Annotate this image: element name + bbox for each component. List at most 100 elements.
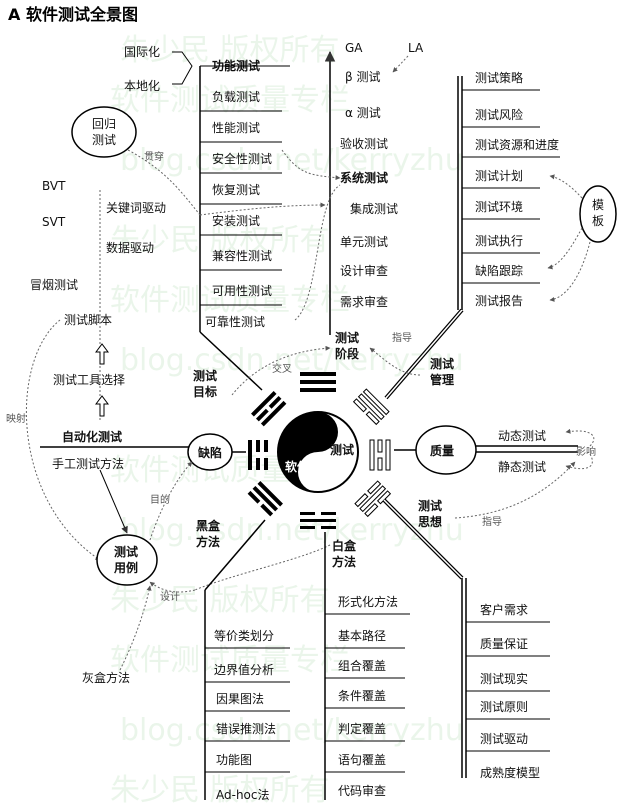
test-tool-label: 测试工具选择 — [53, 372, 125, 387]
whitebox-statement: 语句覆盖 — [338, 753, 386, 767]
phase-la: LA — [408, 41, 424, 55]
whitebox-decision: 判定覆盖 — [338, 721, 386, 736]
trigram-bottom — [300, 512, 336, 529]
data-driven-label: 数据驱动 — [106, 240, 154, 255]
install-to-integration-arrow — [199, 202, 326, 216]
functional-load: 负载测试 — [212, 89, 260, 104]
template-label: 模板 — [592, 198, 604, 228]
impact-label: 影响 — [576, 445, 596, 458]
taiji-symbol — [277, 411, 359, 493]
smoke-test-label: 冒烟测试 — [30, 277, 78, 292]
test-script-label: 测试脚本 — [64, 312, 112, 327]
static-test-label: 静态测试 — [498, 459, 546, 474]
phase-ga: GA — [345, 41, 363, 55]
svt-label: SVT — [42, 215, 66, 229]
thinking-principles: 测试原则 — [480, 699, 528, 714]
testcase-node — [96, 534, 158, 586]
whitebox-formal: 形式化方法 — [338, 594, 398, 609]
trigram-top-right — [352, 388, 390, 426]
template-defect-arrow — [547, 227, 583, 270]
thinking-guide-label: 指导 — [482, 515, 502, 528]
design-label: 设计 — [160, 590, 180, 603]
whitebox-combo: 组合覆盖 — [338, 658, 386, 673]
phase-alpha: α 测试 — [345, 105, 381, 120]
automation-label: 自动化测试 — [62, 429, 122, 444]
mgmt-risk: 测试风险 — [475, 107, 523, 122]
watermark-line-11: blog.csdn.net/kerryzhu — [120, 713, 464, 748]
blackbox-boundary: 边界值分析 — [214, 662, 274, 677]
mgmt-strategy: 测试策略 — [475, 70, 523, 85]
mapping-label: 映射 — [6, 413, 26, 425]
trigram-bottom-left — [247, 481, 283, 517]
functional-compat: 兼容性测试 — [212, 248, 272, 263]
watermark-line-8: blog.csdn.net/kerryzhu — [120, 513, 464, 548]
blackbox-adhoc: Ad-hoc法 — [216, 788, 270, 802]
mgmt-defect-tracking: 缺陷跟踪 — [475, 263, 523, 278]
whitebox-condition: 条件覆盖 — [338, 689, 386, 703]
center-test-label: 测试 — [330, 442, 354, 457]
whitebox-label: 白盒方法 — [332, 538, 357, 569]
i18n-bracket — [172, 51, 193, 85]
whitebox-code-review: 代码审查 — [338, 783, 386, 798]
regression-across-label: 贯穿 — [144, 150, 164, 163]
center-software-label: 软件 — [285, 459, 309, 474]
thinking-maturity: 成熟度模型 — [480, 765, 540, 780]
phase-design-review: 设计审查 — [340, 263, 388, 278]
purpose-arrow — [149, 461, 193, 541]
watermark-line-9: 朱少民 版权所有 — [110, 583, 330, 618]
regression-label: 回归测试 — [92, 117, 116, 147]
functional-reliability: 可靠性测试 — [205, 314, 265, 329]
functional-install: 安装测试 — [212, 213, 260, 228]
phase-integration: 集成测试 — [350, 201, 398, 216]
bvt-label: BVT — [42, 179, 66, 193]
functional-usability: 可用性测试 — [212, 283, 272, 298]
thinking-driven: 测试驱动 — [480, 731, 528, 746]
template-node — [579, 185, 617, 243]
blackbox-cause-effect: 因果图法 — [216, 692, 264, 706]
trigram-top — [300, 372, 336, 392]
functional-recovery: 恢复测试 — [212, 182, 260, 197]
regression-across-arrow — [127, 149, 201, 216]
management-guide-arrow — [369, 347, 421, 376]
design-arrow — [149, 581, 196, 593]
trigram-left — [248, 440, 268, 470]
dynamic-test-label: 动态测试 — [498, 428, 546, 443]
watermark-line-12: 朱少民 版权所有 — [110, 773, 330, 808]
watermark-line-1: 朱少民 版权所有 — [120, 33, 340, 68]
functional-to-center — [199, 331, 263, 391]
i18n-label: 国际化 — [124, 45, 160, 59]
manual-to-testcase-arrow — [99, 469, 128, 534]
whitebox-basic-path: 基本路径 — [338, 628, 386, 643]
la-arrow — [392, 55, 409, 73]
watermark-line-5: 软件测试质量专栏 — [110, 283, 350, 318]
trigram-right — [369, 439, 391, 471]
watermark-line-10: 软件测试质量专栏 — [110, 643, 350, 678]
impact-arrow-1 — [565, 428, 595, 447]
phase-acceptance: 验收测试 — [340, 136, 388, 151]
watermark-line-2: 软件测试质量专栏 — [110, 83, 350, 118]
mgmt-report: 测试报告 — [475, 293, 523, 308]
functional-performance: 性能测试 — [212, 120, 260, 135]
phase-unit: 单元测试 — [340, 234, 388, 249]
template-plan-arrow — [549, 174, 583, 199]
mgmt-environment: 测试环境 — [475, 199, 523, 214]
arrow-up-icon — [95, 343, 109, 365]
thinking-qa: 质量保证 — [480, 637, 528, 651]
phase-beta: β 测试 — [345, 69, 380, 84]
graybox-label: 灰盒方法 — [82, 670, 130, 685]
trigram-bottom-right — [354, 480, 392, 518]
thinking-label: 测试思想 — [418, 498, 442, 529]
regression-node — [71, 106, 137, 158]
blackbox-label: 黑盒方法 — [196, 518, 221, 549]
blackbox-equivalence: 等价类划分 — [214, 629, 274, 643]
thinking-guide-arrow — [454, 461, 576, 519]
mgmt-execution: 测试执行 — [475, 233, 523, 248]
testcase-label: 测试用例 — [113, 544, 138, 575]
thinking-customer: 客户需求 — [480, 602, 528, 617]
phase-label: 测试阶段 — [335, 330, 360, 361]
mapping-arrow — [25, 319, 101, 561]
functional-to-system-arrow — [281, 149, 341, 181]
phase-req-review: 需求审查 — [340, 294, 388, 309]
keyword-driven-label: 关键词驱动 — [106, 201, 166, 215]
blackbox-to-center — [204, 519, 266, 591]
